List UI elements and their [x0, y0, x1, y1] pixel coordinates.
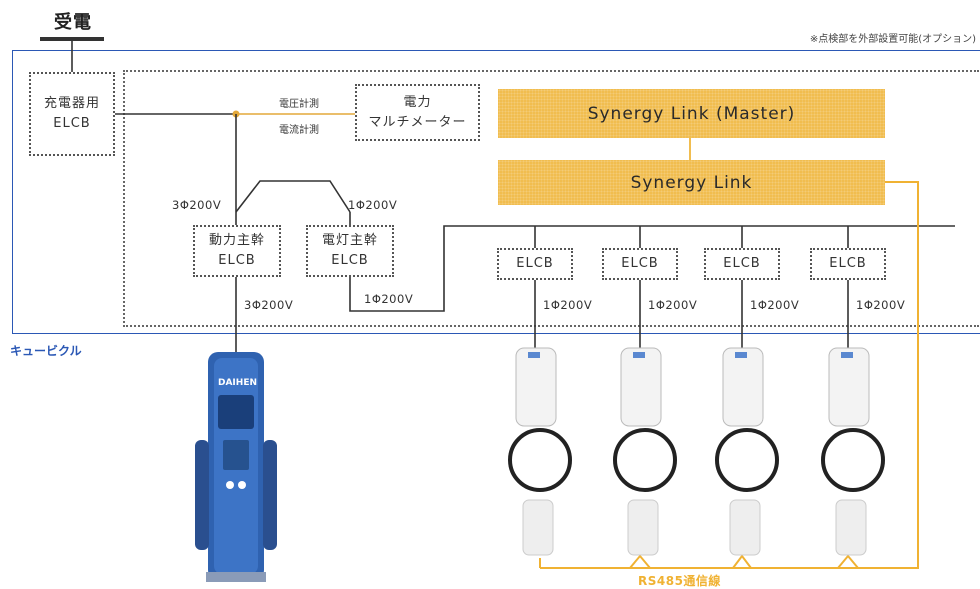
current-measure-label: 電流計測 [279, 125, 319, 136]
light-main-elcb-box: 電灯主幹 ELCB [306, 225, 394, 277]
v3-left-label: 3Φ200V [172, 198, 222, 212]
elcb-branch-4: ELCB [810, 248, 886, 280]
wire-rs485 [540, 181, 919, 569]
light-main-line1: 電灯主幹 [321, 233, 378, 248]
v1-branch-label-4: 1Φ200V [856, 298, 906, 312]
v3-bottom-label: 3Φ200V [244, 298, 294, 312]
v1-branch-label-2: 1Φ200V [648, 298, 698, 312]
ac-charger-4 [821, 347, 885, 556]
dc-charger-brand: DAIHEN [218, 378, 257, 388]
v1-branch-label-1: 1Φ200V [543, 298, 593, 312]
synergy-link-slave: Synergy Link [498, 160, 885, 205]
option-note: ※点検部を外部設置可能(オプション) [809, 34, 976, 45]
charger-elcb-box: 充電器用 ELCB [29, 72, 115, 156]
synergy-link-master: Synergy Link (Master) [498, 89, 885, 138]
elcb-branch-1: ELCB [497, 248, 573, 280]
cubicle-label: キュービクル [10, 344, 82, 358]
ac-charger-1 [508, 347, 572, 556]
power-meter-line2: マルチメーター [368, 114, 467, 130]
rs485-label: RS485通信線 [638, 574, 721, 588]
power-main-line1: 動力主幹 [208, 233, 265, 248]
light-main-line2: ELCB [331, 253, 369, 268]
charger-elcb-line1: 充電器用 [43, 96, 100, 111]
voltage-measure-label: 電圧計測 [279, 99, 319, 110]
title-receiving: 受電 [54, 12, 92, 33]
elcb-branch-2: ELCB [602, 248, 678, 280]
receiving-bar [40, 37, 104, 41]
power-main-elcb-box: 動力主幹 ELCB [193, 225, 281, 277]
ac-charger-3 [715, 347, 779, 556]
v1-bottom-label: 1Φ200V [364, 292, 414, 306]
v1-branch-label-3: 1Φ200V [750, 298, 800, 312]
power-main-line2: ELCB [218, 253, 256, 268]
wire-light-bus [349, 225, 955, 312]
cubicle-frame [12, 50, 980, 334]
v1-right-label: 1Φ200V [348, 198, 398, 212]
power-meter-box: 電力 マルチメーター [355, 84, 480, 141]
charger-elcb-line2: ELCB [53, 116, 91, 131]
wire-bridge [235, 180, 351, 213]
dc-charger-illustration [195, 352, 277, 582]
ac-charger-2 [613, 347, 677, 556]
dotted-inner-area [123, 70, 979, 327]
elcb-branch-3: ELCB [704, 248, 780, 280]
power-meter-line1: 電力 [403, 94, 432, 110]
